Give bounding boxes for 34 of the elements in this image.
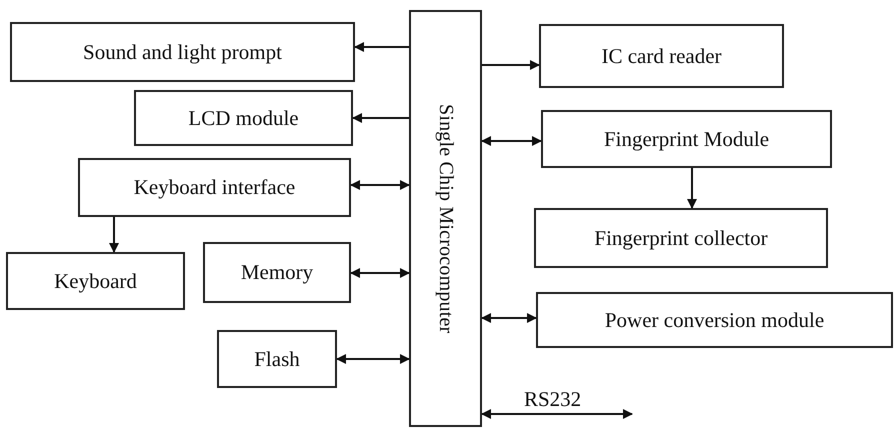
process-box <box>534 208 828 268</box>
arrow <box>482 60 540 70</box>
edge-label: RS232 <box>524 387 582 412</box>
process-box <box>203 242 351 303</box>
arrow <box>109 217 119 253</box>
box-label: Power conversion module <box>604 308 824 332</box>
arrow <box>481 313 537 323</box>
arrow <box>352 113 409 123</box>
process-box <box>78 158 351 217</box>
arrow <box>350 180 410 190</box>
arrow <box>481 409 633 419</box>
arrow <box>350 268 410 278</box>
process-box <box>134 90 353 146</box>
box-label: Keyboard <box>54 268 137 294</box>
box-label: Fingerprint Module <box>604 126 770 152</box>
box-label: Keyboard interface <box>134 175 296 200</box>
process-box <box>536 292 893 348</box>
box-label: LCD module <box>188 106 299 130</box>
process-box <box>541 110 832 168</box>
box-label: IC card reader <box>601 44 722 68</box>
arrow <box>336 354 410 364</box>
process-box <box>10 22 355 82</box>
process-box <box>217 330 337 388</box>
arrow <box>354 42 409 52</box>
box-label: Flash <box>254 346 300 372</box>
arrow <box>481 136 542 146</box>
box-label: Fingerprint collector <box>594 226 768 250</box>
arrow <box>687 168 697 209</box>
process-box <box>409 10 482 427</box>
box-label: Single Chip Microcomputer <box>434 104 457 334</box>
process-box <box>539 24 784 88</box>
box-label: Memory <box>240 260 314 285</box>
process-box <box>6 252 185 310</box>
box-label: Sound and light prompt <box>83 40 282 64</box>
